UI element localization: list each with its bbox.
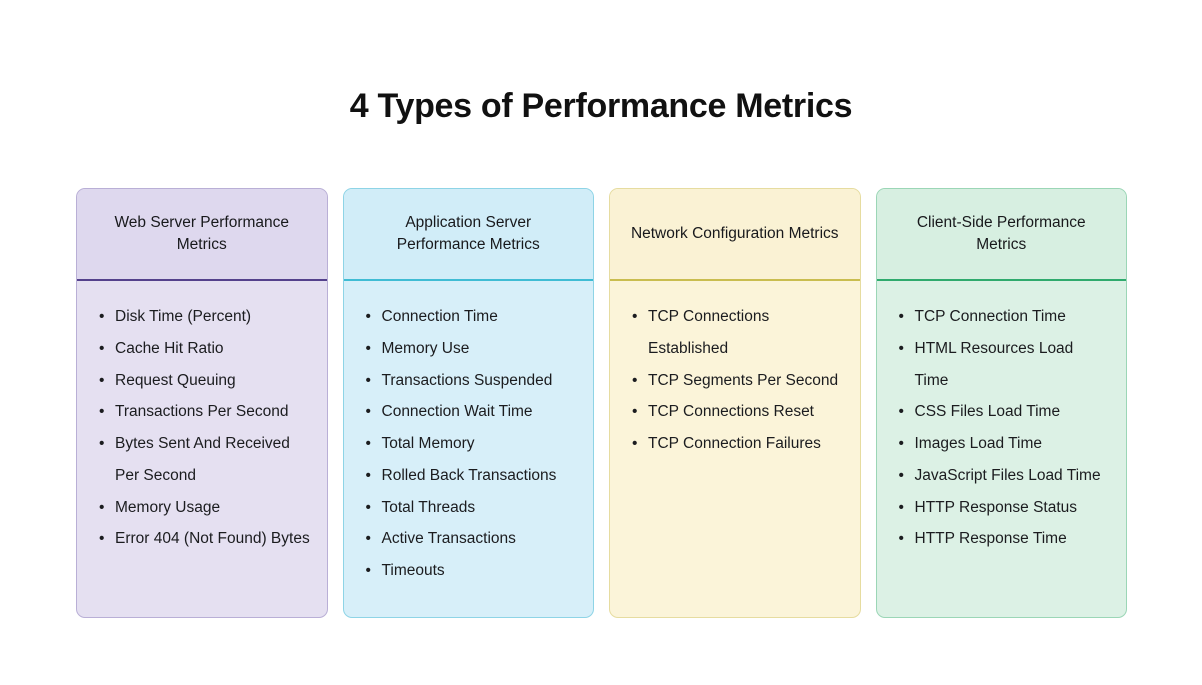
metric-list: • Disk Time (Percent) • Cache Hit Ratio • R… <box>93 301 311 555</box>
bullet-icon: • <box>99 435 105 453</box>
bullet-icon: • <box>898 498 904 516</box>
metric-card-network-configuration: Network Configuration Metrics • TCP Conne… <box>609 188 861 618</box>
list-item-label: Disk Time (Percent) <box>115 308 252 325</box>
list-item: • Connection Time <box>360 301 578 333</box>
list-item-label: JavaScript Files Load Time <box>914 466 1101 484</box>
list-item-label: TCP Segments Per Second <box>648 371 839 389</box>
bullet-icon: • <box>898 308 904 325</box>
list-item-label: Memory Use <box>381 339 470 357</box>
bullet-icon: • <box>99 308 105 325</box>
bullet-icon: • <box>632 308 638 325</box>
list-item-label: Connection Wait Time <box>381 403 533 421</box>
list-item: • Active Transactions <box>360 523 578 555</box>
list-item-label: Error 404 (Not Found) Bytes <box>115 530 310 548</box>
metric-card-client-side: Client-Side Performance Metrics • TCP Con… <box>875 188 1127 618</box>
list-item: • Cache Hit Ratio <box>93 333 311 365</box>
bullet-icon: • <box>898 466 904 484</box>
metric-list: • TCP Connections Established • TCP Segmen… <box>626 301 844 460</box>
card-header-title: Client-Side Performance Metrics <box>876 189 1126 281</box>
bullet-icon: • <box>365 466 371 484</box>
bullet-icon: • <box>99 498 105 516</box>
metric-list: • TCP Connection Time • HTML Resources Loa… <box>893 301 1111 555</box>
list-item: • Error 404 (Not Found) Bytes <box>93 523 311 555</box>
list-item: • HTTP Response Status <box>893 492 1111 524</box>
bullet-icon: • <box>632 435 638 453</box>
list-item-label: Images Load Time <box>914 435 1043 453</box>
metric-card-web-server: Web Server Performance Metrics • Disk Tim… <box>76 188 328 618</box>
bullet-icon: • <box>632 403 638 421</box>
list-item-label: Rolled Back Transactions <box>381 466 557 484</box>
bullet-icon: • <box>99 371 105 389</box>
metric-list: • Connection Time • Memory Use • Transactio… <box>360 301 578 587</box>
bullet-icon: • <box>365 403 371 421</box>
bullet-icon: • <box>365 530 371 548</box>
bullet-icon: • <box>365 371 371 389</box>
list-item-label: Request Queuing <box>115 371 236 389</box>
list-item: • TCP Connections Reset <box>626 396 844 428</box>
list-item-label: Active Transactions <box>381 530 516 548</box>
bullet-icon: • <box>898 339 904 357</box>
list-item: • Total Threads <box>360 492 578 524</box>
bullet-icon: • <box>99 403 105 421</box>
list-item: • Timeouts <box>360 555 578 587</box>
list-item: • TCP Segments Per Second <box>626 365 844 397</box>
bullet-icon: • <box>365 308 371 325</box>
card-body: • Connection Time • Memory Use • Transactio… <box>344 281 594 617</box>
bullet-icon: • <box>898 530 904 548</box>
list-item: • CSS Files Load Time <box>893 396 1111 428</box>
bullet-icon: • <box>99 530 105 548</box>
list-item-label: Connection Time <box>381 308 498 325</box>
list-item: • Rolled Back Transactions <box>360 460 578 492</box>
list-item-label: Total Threads <box>381 498 476 516</box>
bullet-icon: • <box>898 435 904 453</box>
card-header-title: Network Configuration Metrics <box>610 189 860 281</box>
card-body: • TCP Connection Time • HTML Resources Loa… <box>877 281 1127 617</box>
list-item-label: Transactions Suspended <box>381 371 553 389</box>
list-item-label: Transactions Per Second <box>115 403 289 421</box>
list-item-label: TCP Connections Established <box>648 308 770 357</box>
list-item-label: HTTP Response Time <box>914 530 1067 548</box>
list-item-label: HTTP Response Status <box>914 498 1078 516</box>
list-item: • TCP Connection Time <box>893 301 1111 333</box>
metric-card-row: Web Server Performance Metrics • Disk Tim… <box>76 188 1127 618</box>
list-item-label: TCP Connection Time <box>914 308 1066 325</box>
list-item: • Memory Usage <box>93 492 311 524</box>
list-item-label: HTML Resources Load Time <box>914 339 1074 389</box>
list-item: • Total Memory <box>360 428 578 460</box>
list-item-label: Cache Hit Ratio <box>115 339 224 357</box>
list-item-label: Timeouts <box>381 562 445 580</box>
list-item: • Transactions Suspended <box>360 365 578 397</box>
card-header-title: Web Server Performance Metrics <box>77 189 327 281</box>
list-item: • Connection Wait Time <box>360 396 578 428</box>
list-item: • TCP Connections Established <box>626 301 844 365</box>
page-title: 4 Types of Performance Metrics <box>349 87 853 125</box>
bullet-icon: • <box>99 339 105 357</box>
card-body: • TCP Connections Established • TCP Segmen… <box>610 281 860 617</box>
list-item: • Transactions Per Second <box>93 396 311 428</box>
list-item: • Images Load Time <box>893 428 1111 460</box>
bullet-icon: • <box>365 498 371 516</box>
list-item: • Request Queuing <box>93 365 311 397</box>
list-item: • Memory Use <box>360 333 578 365</box>
bullet-icon: • <box>632 371 638 389</box>
card-header-title: Application Server Performance Metrics <box>343 189 593 281</box>
list-item: • Bytes Sent And Received Per Second <box>93 428 311 492</box>
card-body: • Disk Time (Percent) • Cache Hit Ratio • R… <box>77 281 327 617</box>
bullet-icon: • <box>365 562 371 580</box>
list-item-label: Total Memory <box>381 435 475 453</box>
list-item: • HTTP Response Time <box>893 523 1111 555</box>
list-item: • Disk Time (Percent) <box>93 301 311 333</box>
bullet-icon: • <box>898 403 904 421</box>
metric-card-application-server: Application Server Performance Metrics •… <box>342 188 594 618</box>
list-item: • TCP Connection Failures <box>626 428 844 460</box>
bullet-icon: • <box>365 339 371 357</box>
list-item-label: TCP Connection Failures <box>648 435 821 453</box>
list-item: • JavaScript Files Load Time <box>893 460 1111 492</box>
list-item: • HTML Resources Load Time <box>893 333 1111 397</box>
list-item-label: Memory Usage <box>115 498 221 516</box>
list-item-label: TCP Connections Reset <box>648 403 814 421</box>
list-item-label: CSS Files Load Time <box>914 403 1061 421</box>
list-item-label: Bytes Sent And Received Per Second <box>115 435 290 484</box>
bullet-icon: • <box>365 435 371 453</box>
